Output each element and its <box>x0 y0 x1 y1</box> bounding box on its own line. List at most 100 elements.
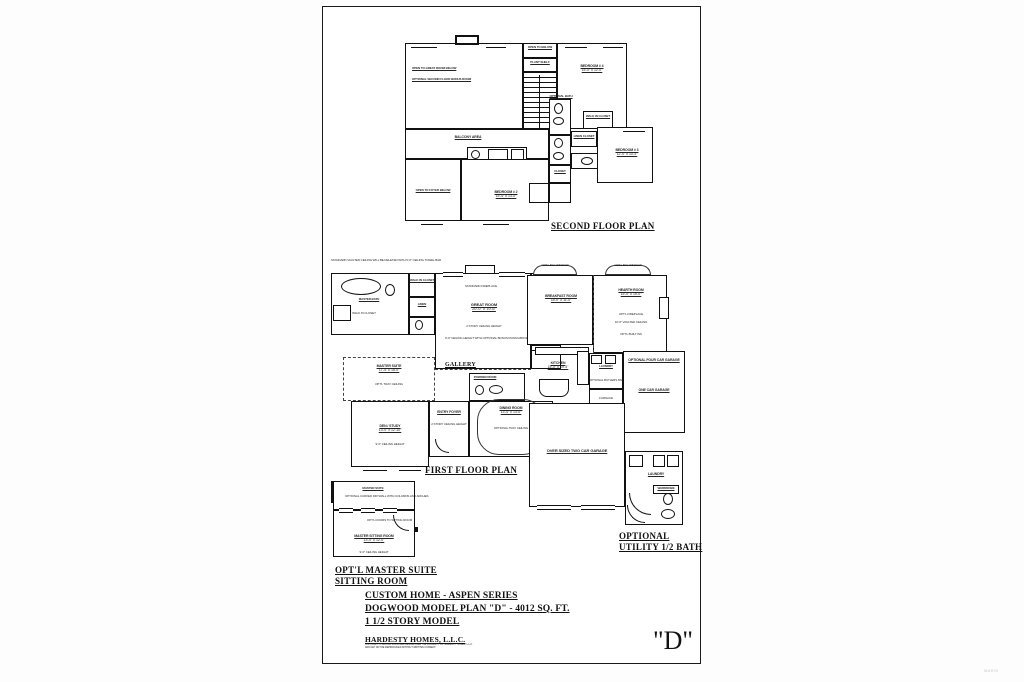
sf-window-5 <box>623 126 645 132</box>
ff-standard-fireplace-label: STANDARD FIREPLACE <box>465 284 497 288</box>
oms-window-2 <box>361 507 375 513</box>
sf-open-to-foyer-label: OPEN TO FOYER BELOW <box>415 188 451 192</box>
sf-bedroom-4-label: BEDROOM # 4 15'-0" X 12'-0" <box>580 64 604 72</box>
ff-kitchen-label: KITCHEN 15'-0" X 19'-4" <box>547 361 569 369</box>
ff-window-4 <box>399 465 421 471</box>
sf-optional-bath-label-a: OPTIONAL BATH <box>549 94 573 98</box>
ff-toilet-master <box>385 284 395 296</box>
ff-whirlpool-tub <box>341 278 381 295</box>
sf-open-to-below-label: OPEN TO BELOW <box>527 45 553 49</box>
ff-optl-builtins-label: OPT'L BUILT INS <box>620 332 642 336</box>
ff-powder-room-label: POWDER ROOM <box>473 375 497 379</box>
ff-vaulted-ceiling-label: 10'-0" VAULTED CEILING <box>614 320 648 324</box>
ff-walkin-closet-2 <box>409 273 435 297</box>
ff-breakfast-room-label: BREAKFAST ROOM 15'-0" X 11'-0" <box>545 294 577 302</box>
optional-utility-caption: OPTIONAL <box>619 531 670 541</box>
ff-dryer <box>605 355 616 364</box>
sf-window-4 <box>603 42 623 48</box>
sf-closet-label-a: CLOSET <box>554 169 566 173</box>
sf-linen-closet-label: LINEN CLOSET <box>573 134 595 138</box>
ff-master-tray-note: OPT'L TRAY CEILING <box>375 382 403 386</box>
ou-toilet <box>663 493 673 505</box>
ff-two-car-garage-label: OVER SIZED TWO CAR GARAGE <box>546 448 608 453</box>
firm-name: HARDESTY HOMES, L.L.C. <box>365 635 466 644</box>
sf-bedroom-3-block <box>597 127 653 183</box>
sf-window-7 <box>483 219 509 225</box>
ou-sink <box>661 509 675 519</box>
ou-washer <box>629 455 643 467</box>
sf-linen-closet <box>571 131 597 147</box>
ff-master-suite-label: MASTER SUITE 17'-4" X 16'-0" <box>376 364 402 372</box>
sf-window-1 <box>411 42 437 48</box>
ff-butlers-pantry-label: OPTIONAL BUTLERS PANTRY <box>589 378 630 382</box>
sf-window-6 <box>421 219 443 225</box>
ff-den-study-label: DEN / STUDY 13'-0" X 12'-10" <box>378 424 402 432</box>
sf-closet-b <box>529 183 549 203</box>
ff-great-room-block <box>435 273 531 369</box>
ou-wardrobe-label: WARDROBE <box>657 486 675 490</box>
oms-window-3 <box>383 507 397 513</box>
ff-window-3 <box>363 465 387 471</box>
ff-entry-foyer-block <box>429 401 469 457</box>
ff-master-suite-block <box>343 357 435 401</box>
sf-sink-b <box>553 152 564 160</box>
optional-master-suite-caption-2: SITTING ROOM <box>335 576 408 586</box>
ff-two-car-garage-block <box>529 403 625 507</box>
optional-utility-caption-2: UTILITY 1/2 BATH <box>619 542 703 552</box>
ff-garage-door-1 <box>537 505 571 510</box>
title-line-3: 1 1/2 STORY MODEL <box>365 616 460 627</box>
plan-sheet: OPEN TO GREAT ROOM BELOW OPTIONAL SECOND… <box>322 6 703 664</box>
ff-laundry-label: LAUNDRY <box>599 364 613 368</box>
ff-hearth-fireplace <box>659 297 669 319</box>
sf-stair-divider-2 <box>523 71 557 73</box>
ff-optl-bay-window-label-2: OPT'L BAY WINDOW <box>614 263 642 267</box>
sf-bonus-room-note: OPTIONAL SECOND FLOOR BONUS ROOM <box>412 77 472 81</box>
sf-stair-divider-1 <box>523 57 557 59</box>
ff-hearth-room-label: HEARTH ROOM 15'-0" X 15'-0" <box>618 288 644 296</box>
ff-dining-room-label: DINING ROOM 13'-4" X 13'-0" <box>499 406 523 414</box>
sf-open-to-great-room-label: OPEN TO GREAT ROOM BELOW <box>412 66 457 70</box>
ff-one-car-garage-label: ONE CAR GARAGE <box>638 388 670 392</box>
sf-bedroom-2-label: BEDROOM # 2 15'-4" X 13'-0" <box>494 190 518 198</box>
ff-toilet-powder <box>415 320 423 330</box>
plan-letter: "D" <box>653 626 694 655</box>
ff-kitchen-counter-2 <box>577 351 589 385</box>
sf-sink-a <box>553 117 564 125</box>
second-floor-plan-caption: SECOND FLOOR PLAN <box>551 221 655 231</box>
copyright-fineprint: COPYRIGHT © 2005 ALL PLANS AND DESIGNS A… <box>365 644 473 650</box>
ff-master-bath-label: MASTER BATH <box>358 297 380 301</box>
ou-dryer-1 <box>653 455 665 467</box>
first-floor-plan-caption: FIRST FLOOR PLAN <box>425 465 518 475</box>
ff-window-1 <box>443 272 463 277</box>
sf-window-2 <box>486 42 506 48</box>
ff-den-ceiling-note: 9'-0" CEILING HEIGHT <box>375 442 405 446</box>
ff-optl-fireplace-label: OPT'L FIREPLACE <box>618 312 644 316</box>
ff-garage-door-2 <box>581 505 615 510</box>
ff-great-room-ceiling-note: 2 STORY CEILING HEIGHT <box>466 324 502 328</box>
sf-sink-c <box>581 157 593 165</box>
sf-toilet-a <box>554 103 563 114</box>
title-block: CUSTOM HOME - ASPEN SERIES DOGWOOD MODEL… <box>365 590 570 628</box>
sf-walkin-closet-label-a: WALK IN CLOSET <box>585 114 611 118</box>
ff-linen-label: LINEN <box>417 302 427 306</box>
sf-bedroom-3-label: BEDROOM # 3 12'-0" X 10'-4" <box>615 148 639 156</box>
sf-toilet-c <box>471 150 480 159</box>
ff-window-2 <box>499 272 525 277</box>
oms-window-1 <box>339 507 353 513</box>
ff-walkin-closet-label-2: WALK IN CLOSET <box>410 278 435 282</box>
sf-closet-a <box>549 165 571 183</box>
ff-linen <box>409 297 435 317</box>
ff-fireplace-bump <box>465 265 495 274</box>
oms-curved-drywall-note: OPTIONAL CURVED DRYWALL WITH COLUMNS AND… <box>345 494 429 498</box>
ff-bonus-above-note: 9'-0" CEILING HEIGHT WITH OPTIONAL BONUS… <box>445 336 528 340</box>
sf-open-to-great-room-block <box>405 43 523 129</box>
oms-master-suite-label: MASTER SUITE <box>362 486 384 490</box>
ff-gallery-label: GALLERY <box>445 362 476 368</box>
ou-dryer-2 <box>667 455 679 467</box>
oms-sitting-room-label: MASTER SITTING ROOM 13'-0" X 12'-0" <box>354 534 394 542</box>
ff-optional-four-car-garage-label: OPTIONAL FOUR CAR GARAGE <box>628 358 680 362</box>
ff-one-car-garage-block <box>623 351 685 433</box>
ff-kitchen-island <box>539 379 569 397</box>
oms-optl-doors-note: OPT'L DOORS TO SITTING ROOM <box>367 518 413 522</box>
